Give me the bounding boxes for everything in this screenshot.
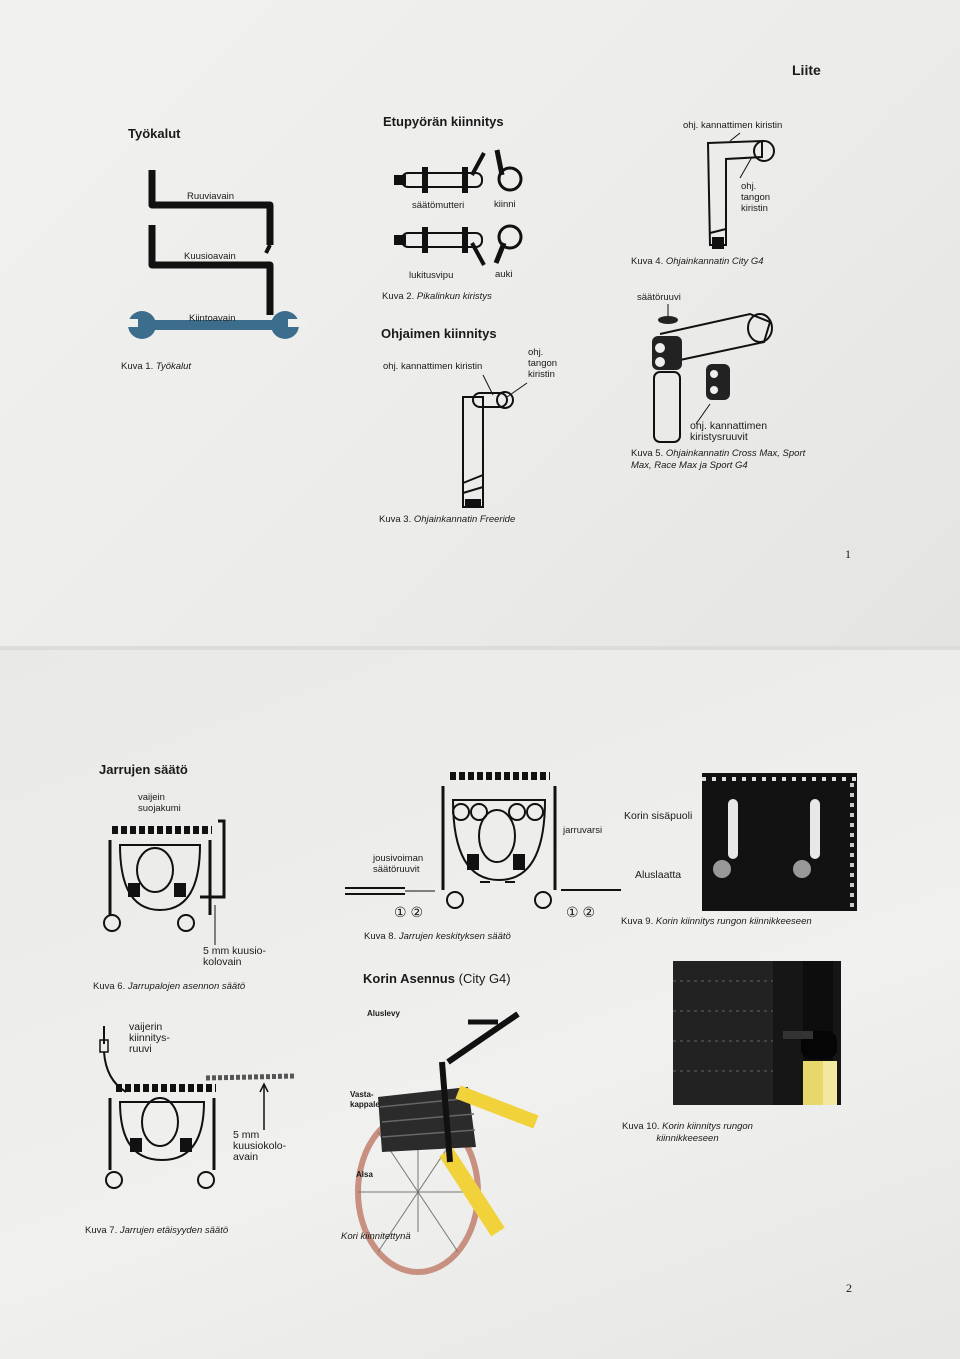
appendix-header: Liite — [792, 62, 821, 78]
spring-screw-label: jousivoiman säätöruuvit — [373, 853, 424, 875]
caption-basket: Kori kiinnitettynä — [341, 1231, 411, 1242]
tools-illustration — [122, 170, 308, 339]
plate-label: Aluslevy — [367, 1009, 400, 1018]
adjust-screw-label: säätöruuvi — [637, 292, 681, 303]
caption-figure-4: Kuva 4. Ohjainkannatin City G4 — [631, 256, 764, 267]
cable-boot-label: vaijein suojakumi — [138, 792, 181, 814]
tools-heading: Työkalut — [128, 126, 181, 141]
city-stem-tightener-label: ohj. kannattimen kiristin — [683, 120, 783, 131]
caption-figure-6: Kuva 6. Jarrupalojen asennon säätö — [93, 981, 246, 992]
handlebar-heading: Ohjaimen kiinnitys — [381, 326, 497, 341]
basket-heading: Korin Asennus (City G4) — [363, 971, 511, 986]
caption-figure-2: Kuva 2. Pikalinkun kiristys — [382, 291, 492, 302]
step-numbers-left: ① ② — [394, 904, 424, 920]
stem-tightener-label: ohj. kannattimen kiristin — [383, 361, 483, 372]
open-label: auki — [495, 269, 513, 280]
wrench-label: Kiintoavain — [189, 313, 236, 324]
caption-figure-8: Kuva 8. Jarrujen keskityksen säätö — [364, 931, 511, 942]
quick-release-illustration — [394, 149, 523, 266]
caption-figure-1: Kuva 1. Työkalut — [121, 361, 192, 372]
city-bar-tightener-label: ohj. tangon kiristin — [741, 181, 771, 214]
hex-key-label: Kuusioavain — [184, 251, 236, 262]
screwdriver-label: Ruuviavain — [187, 191, 234, 202]
hex-key-5mm-label: 5 mm kuusio- kolovain — [203, 945, 267, 968]
caption-figure-10: Kuva 10. Korin kiinnitys rungon kiinnikk… — [622, 1121, 753, 1144]
step-numbers-right: ① ② — [566, 904, 596, 920]
page-2: Jarrujen säätö vaijein suojakumi 5 mm ku… — [0, 650, 960, 1359]
page-number-2: 2 — [846, 1281, 852, 1295]
basket-inner-photo — [702, 773, 857, 911]
caption-figure-9: Kuva 9. Korin kiinnitys rungon kiinnikke… — [621, 916, 812, 927]
basket-frame-photo — [673, 961, 841, 1105]
cable-screw-label: vaijerin kiinnitys- ruuvi — [129, 1021, 170, 1055]
basket-inner-label: Korin sisäpuoli — [624, 810, 693, 822]
brake-pad-illustration — [103, 819, 226, 945]
caption-figure-5: Kuva 5. Ohjainkannatin Cross Max, Sport … — [631, 448, 806, 471]
sport-stem-illustration — [652, 304, 773, 443]
page-number-1: 1 — [845, 547, 851, 561]
washer-label: Aluslaatta — [635, 869, 682, 881]
page-1: Liite Työkalut Ruuviavain Kuusioavain Ki… — [0, 0, 960, 646]
basket-mesh-photo — [702, 773, 857, 911]
frame-mount-photo — [673, 961, 837, 1105]
city-stem-illustration — [706, 132, 775, 249]
bike-basket-illustration — [355, 1011, 539, 1275]
closed-label: kiinni — [494, 199, 516, 210]
freeride-stem-illustration — [462, 374, 528, 508]
brake-distance-illustration — [99, 1026, 297, 1189]
stem-screws-label: ohj. kannattimen kiristysruuvit — [690, 420, 768, 443]
adjust-nut-label: säätömutteri — [412, 200, 465, 211]
rim-label: Alsa — [356, 1170, 373, 1179]
front-wheel-heading: Etupyörän kiinnitys — [383, 114, 504, 129]
brake-arm-label: jarruvarsi — [563, 825, 603, 836]
bar-tightener-label: ohj. tangon kiristin — [528, 347, 558, 380]
caption-figure-7: Kuva 7. Jarrujen etäisyyden säätö — [85, 1225, 229, 1236]
counterpart-label: Vasta- kappale — [350, 1090, 380, 1109]
caption-figure-3: Kuva 3. Ohjainkannatin Freeride — [379, 514, 516, 525]
hex-key-5mm-b-label: 5 mm kuusiokolo- avain — [233, 1129, 287, 1163]
brake-centering-illustration — [345, 772, 621, 909]
brakes-heading: Jarrujen säätö — [99, 762, 188, 777]
bike-basket-photo — [355, 1002, 539, 1275]
lock-lever-label: lukitusvipu — [409, 270, 454, 281]
